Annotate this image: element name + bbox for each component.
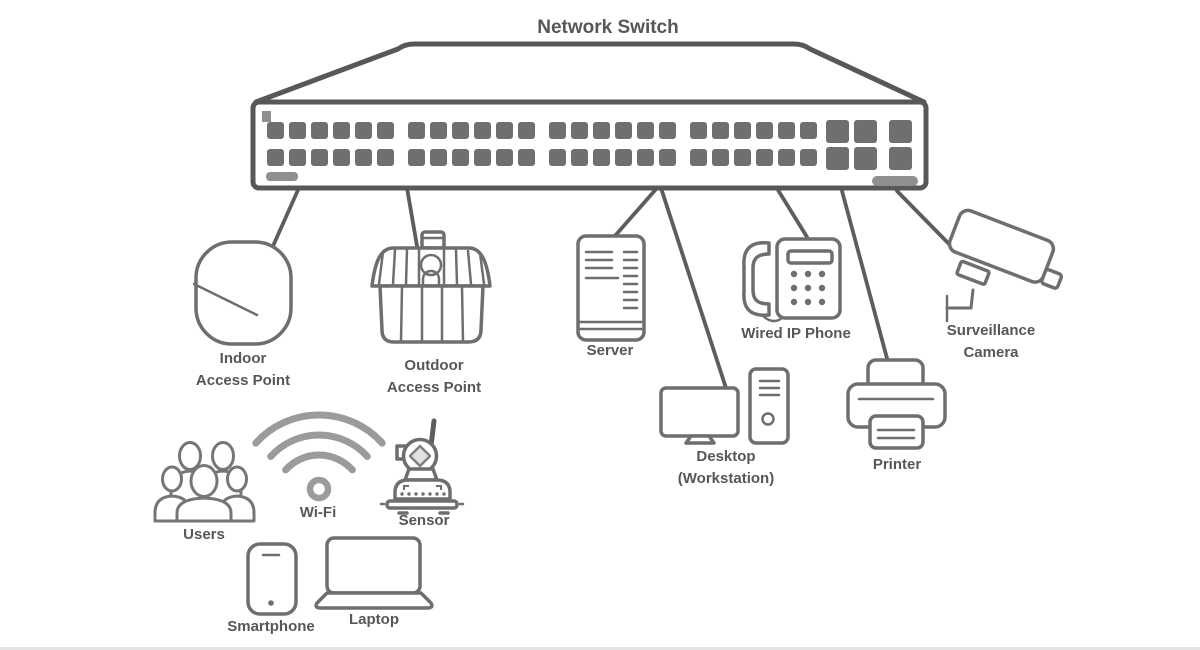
sensor-icon: Sensor [379,418,465,529]
indoor-ap-label-line2: Access Point [196,372,290,389]
switch-label-left [266,172,298,181]
link-camera [895,189,952,247]
camera-label-line2: Camera [963,344,1019,361]
outdoor-ap-label-line2: Access Point [387,379,481,396]
switch-led-indicator [262,111,271,122]
link-server [612,186,659,239]
switch-front-face [250,99,929,191]
desktop-workstation-icon: Desktop (Workstation) [659,367,790,487]
switch-ports [267,120,912,170]
wifi-icon: Wi-Fi [252,411,386,521]
indoor-ap-label-line1: Indoor [220,350,267,367]
diagram-title: Network Switch [537,17,678,38]
switch-label-right [872,176,918,186]
outdoor-access-point-icon: Outdoor Access Point [370,230,492,396]
sensor-dots [400,492,446,496]
server-label: Server [587,342,634,359]
users-icon: Users [153,441,256,543]
laptop-icon: Laptop [314,536,434,628]
users-label: Users [183,526,225,543]
printer-label: Printer [873,456,922,473]
network-switch-icon [250,41,929,191]
switch-top-face [253,41,927,105]
sensor-label: Sensor [399,512,450,529]
ip-phone-label: Wired IP Phone [741,325,851,342]
wired-ip-phone-icon: Wired IP Phone [741,237,851,342]
wifi-label: Wi-Fi [300,504,337,521]
smartphone-icon: Smartphone [227,542,315,635]
image-bottom-border [0,647,1200,650]
link-printer [840,189,890,364]
surveillance-camera-icon: Surveillance Camera [945,208,1064,361]
phone-keypad [790,270,826,306]
link-outdoor-ap [405,186,419,248]
camera-label-line1: Surveillance [947,322,1035,339]
smartphone-label: Smartphone [227,618,315,635]
link-ip-phone [776,188,809,239]
link-desktop [659,186,728,390]
server-icon: Server [576,234,646,359]
connection-lines [271,186,952,390]
outdoor-ap-label-line1: Outdoor [404,357,463,374]
desktop-label-line2: (Workstation) [678,470,774,487]
desktop-label-line1: Desktop [696,448,755,465]
indoor-access-point-icon: Indoor Access Point [192,240,293,389]
printer-icon: Printer [846,358,947,473]
link-indoor-ap [271,188,300,248]
laptop-label: Laptop [349,611,399,628]
